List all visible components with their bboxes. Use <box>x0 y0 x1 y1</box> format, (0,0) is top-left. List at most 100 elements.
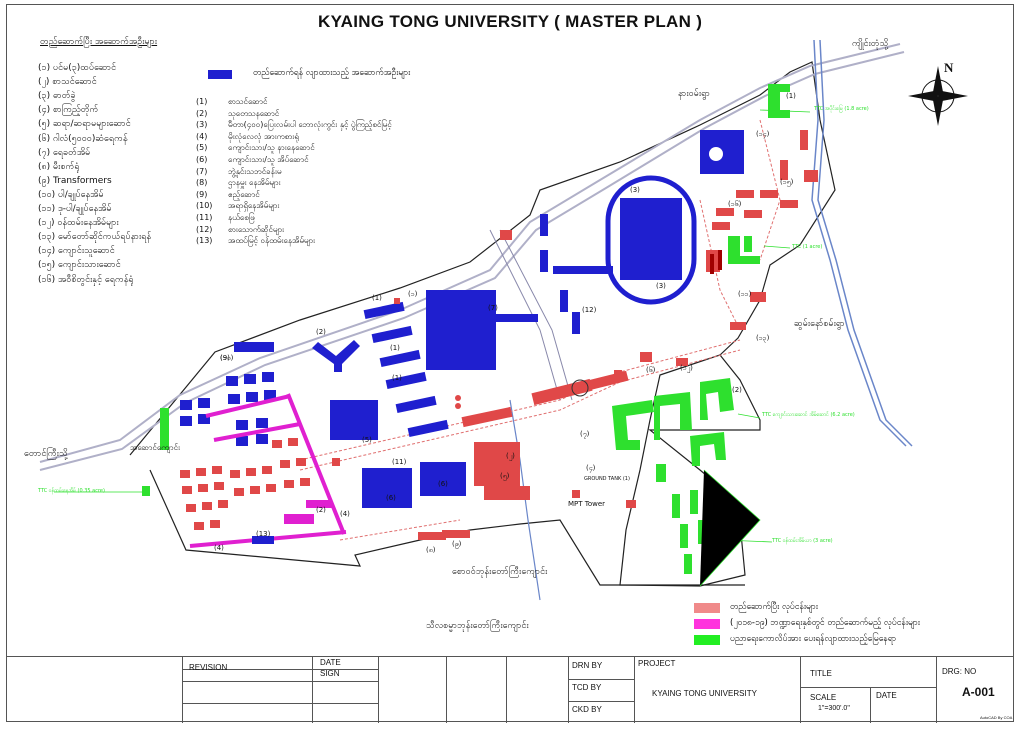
road-label-east: ကျိုင်းတုံသို့ <box>852 39 889 49</box>
planned-legend-item: (1) စာသင်ဆောင် <box>196 96 267 108</box>
future-works <box>189 393 347 548</box>
map-number-label: (၆) <box>646 366 656 374</box>
legend-item: (၂) စာသင်ဆောင် <box>38 77 97 88</box>
map-number-label: (13) <box>256 530 271 538</box>
color-legend-text: (၂၀၁၈-၁၉) ဘဏ္ဍာရေးနှစ်တွင် တည်ဆောက်မည့် … <box>730 618 920 628</box>
planned-legend-item: (9)ဧည့်ဆောင် <box>196 189 260 201</box>
map-number-label: (၁၄) <box>756 130 770 138</box>
legend-item: (၁၃) မော်တော်ဆိုင်ကယ်ရပ်နားရန် <box>38 232 152 243</box>
blue-swatch <box>208 70 232 79</box>
map-number-label: (၁၆) <box>728 200 742 208</box>
north-label: N <box>944 60 954 75</box>
legend-item: (၄) စာကြည့်တိုက် <box>38 105 99 116</box>
legend-item: (၆) ဂါလံ(၅၀၀၀)ဆံရေကန် <box>38 133 128 144</box>
planned-legend-item: (13) အထပ်မြင့် ဝန်ထမ်းနေအိမ်များ <box>196 235 315 247</box>
legend-number: (5) <box>196 143 208 153</box>
stadium-track <box>605 175 697 305</box>
legend-item: (၁၅) ကျောင်းသားဆောင် <box>38 260 121 271</box>
color-legend-text: တည်ဆောက်ပြီး လုပ်ငန်းများ <box>730 602 818 612</box>
planned-legend-item: (11) နယ်စေဖြ <box>196 212 255 224</box>
legend-item: (၁၂) ဝန်ထမ်းနေအိမ်များ <box>38 218 119 229</box>
existing-buildings <box>332 130 818 540</box>
legend-item: (၁၄) ကျောင်းသူဆောင် <box>38 246 115 257</box>
legend-number: (11) <box>196 213 213 222</box>
map-number-label: (၉) <box>452 540 462 548</box>
building-y <box>312 340 360 372</box>
map-number-label: (6) <box>438 480 448 488</box>
label-hostel-area: အဆောင်ကျောင်း <box>130 443 181 452</box>
master-plan-map <box>39 39 968 601</box>
drawing-frame <box>6 4 1014 722</box>
legend-item: (၁၁) ဒု-ပါ/ချုပ်နေအိမ် <box>38 204 112 214</box>
map-number-label: (5) <box>362 436 372 444</box>
color-swatch <box>694 635 720 645</box>
tb-autocad-credit: AutoCAD By COA <box>980 715 1013 720</box>
legend-item: (၁၆) အဝီစိတွင်းနှင့် ရေကန်ရုံ <box>38 274 134 285</box>
tb-scale-value: 1"=300'.0" <box>818 705 850 712</box>
planned-legend-item: (4)မိုးလုံလေလုံ အားကစားရုံ <box>196 131 299 143</box>
label-nandawin: နားဝမ်းရွာ <box>678 89 710 99</box>
legend-number: (1) <box>196 97 208 106</box>
planned-legend-item: (8) ဌာနမှူး နေအိမ်များ <box>196 177 281 189</box>
left-legend-title: တည်ဆောက်ပြီး အဆောက်အဦးများ <box>40 37 158 47</box>
planned-legend-item: (3)မီတာ(၄၀၀)ပြေးလမ်းပါ ဘောလုံးကွင်း နှင့… <box>196 119 392 131</box>
planned-legend-item: (6)ကျောင်းသား/သူ အိပ်ဆောင် <box>196 154 309 166</box>
map-number-label: (၂) <box>506 452 515 460</box>
tb-drn-by: DRN BY <box>572 661 603 670</box>
label-ground-tank: GROUND TANK (1) <box>584 476 630 482</box>
housing-grid <box>180 372 276 446</box>
planned-legend-item: (12)စားသောက်ဆိုင်များ <box>196 224 284 236</box>
map-number-label: (1) <box>390 344 400 352</box>
map-number-label: (11) <box>392 458 407 466</box>
blue-legend-text: တည်ဆောက်ရန် လျာထားသည့် အဆောက်အဦးများ <box>253 68 411 78</box>
tb-date2-label: DATE <box>876 691 897 700</box>
map-number-label: (12) <box>582 306 597 314</box>
legend-item: (၃) ဓာတ်ခွဲ <box>38 91 76 102</box>
ttc-label-2: TTC (1 acre) <box>792 244 823 250</box>
stadium-field <box>620 198 682 280</box>
legend-number: (12) <box>196 224 213 234</box>
legend-item: (၁၀) ပါ/ချုပ်နေအိမ် <box>38 189 104 200</box>
map-number-label: (၄) <box>586 464 596 472</box>
legend-number: (13) <box>196 236 213 246</box>
legend-number: (7) <box>196 166 208 176</box>
legend-text: ဌာနမှူး နေအိမ်များ <box>228 178 281 188</box>
plan-title: KYAING TONG UNIVERSITY ( MASTER PLAN ) <box>318 12 703 31</box>
legend-number: (6) <box>196 155 208 164</box>
stream <box>811 39 907 447</box>
map-number-label: (၁) <box>408 290 418 298</box>
planned-legend-item: (2)သုတေသနဆောင် <box>196 108 279 120</box>
legend-text: နယ်စေဖြ <box>228 213 255 222</box>
planned-legend-item: (10)အရာရှိနေအိမ်များ <box>196 200 279 212</box>
tb-project-name: KYAING TONG UNIVERSITY <box>652 689 757 698</box>
map-number-label: (9) <box>220 354 230 362</box>
north-arrow-icon <box>908 66 968 126</box>
map-number-label: (4) <box>340 510 350 518</box>
tb-drg-no: A-001 <box>962 685 995 699</box>
tb-scale-label: SCALE <box>810 693 837 702</box>
map-number-label: (၁၂) <box>680 364 693 372</box>
map-number-label: (7) <box>488 304 498 312</box>
color-swatch <box>694 619 720 629</box>
map-number-label: (3) <box>656 282 666 290</box>
ttc-label-3: TTC ကျောင်းသားဆောင် အိမ်ဆောင် (6.2 acre) <box>762 412 855 418</box>
map-number-label: (1) <box>392 374 402 382</box>
tb-title-label: TITLE <box>810 669 832 678</box>
map-number-label: (2) <box>316 506 326 514</box>
map-number-label: (3) <box>630 186 640 194</box>
tb-sign: SIGN <box>320 669 340 678</box>
legend-number: (4) <box>196 131 208 141</box>
legend-item: (၇) ရေခတ်အိမ် <box>38 147 91 158</box>
label-south-far: သီလစမ္မာဘုန်းတော်ကြီးကျောင်း <box>426 621 529 631</box>
tb-date: DATE <box>320 658 341 667</box>
label-village-east: ဆွမ်းနော်စမ်းရွာ <box>794 319 845 329</box>
ttc-label-5: TTC ဝန်ထမ်းနေအိမ် (0.35 acre) <box>38 488 105 494</box>
legend-text: စာသင်ဆောင် <box>228 97 268 106</box>
legend-text: အထပ်မြင့် ဝန်ထမ်းနေအိမ်များ <box>228 236 316 246</box>
road-label-west: တောင်ကြီးသို့ <box>24 449 68 459</box>
legend-text: အရာရှိနေအိမ်များ <box>228 201 280 211</box>
color-swatch <box>694 603 720 613</box>
legend-number: (8) <box>196 178 208 188</box>
legend-text: ကျောင်းသား/သူ နားနေဆောင် <box>228 143 315 153</box>
